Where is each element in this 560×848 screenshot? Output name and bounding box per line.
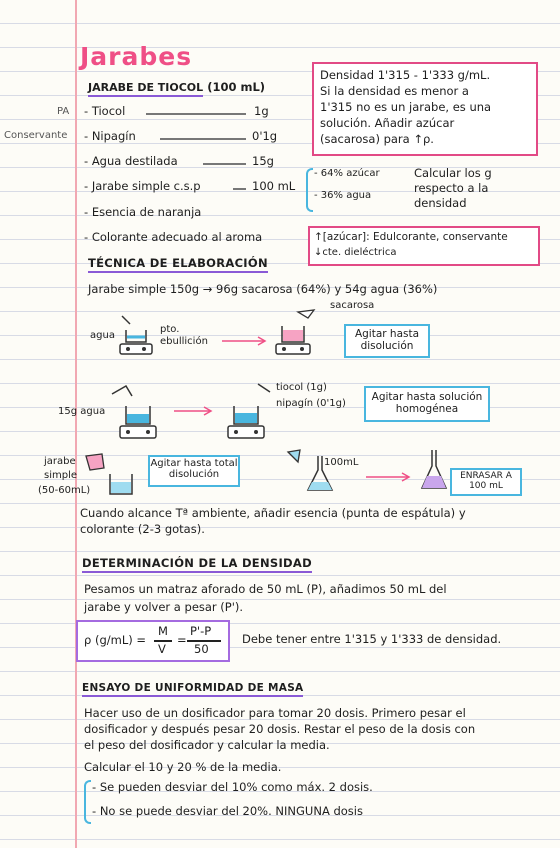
uniformity-bracket: [84, 780, 91, 824]
volumetric-flask-icon: [286, 449, 334, 491]
uniformity-line: Hacer uso de un dosificador para tomar 2…: [84, 706, 466, 720]
formula-volume: (100 mL): [207, 80, 266, 94]
density-note-line: (sacarosa) para ↑ρ.: [320, 132, 434, 146]
density-heading-text: Determinación de la densidad: [82, 556, 312, 573]
step2-water-label: 15g agua: [58, 406, 106, 417]
ratio-note: Calcular los g: [414, 166, 492, 180]
ingredient-amount: 15g: [252, 154, 274, 168]
fraction-bar: [154, 640, 172, 642]
formula-note: Debe tener entre 1'315 y 1'333 de densid…: [242, 632, 502, 646]
step2-additive: tiocol (1g): [276, 382, 327, 393]
ingredient-name: Tiocol: [91, 104, 126, 118]
formula-heading-text: Jarabe de tiocol: [88, 81, 204, 97]
density-note-line: Densidad 1'315 - 1'333 g/mL.: [320, 68, 491, 82]
uniformity-heading-text: Ensayo de uniformidad de masa: [82, 682, 304, 697]
dash-line: [146, 113, 246, 115]
formula-numerator: P'-P: [190, 624, 212, 638]
sugar-note-line: ↑[azúcar]: Edulcorante, conservante: [314, 231, 508, 243]
ratio-sugar: - 64% azúcar: [314, 168, 380, 179]
ingredient-row: - Tiocol: [84, 104, 126, 118]
step2-box: Agitar hasta solución homogénea: [364, 386, 490, 422]
dash-line: [203, 163, 246, 165]
density-note-line: 1'315 no es un jarabe, es una: [320, 100, 492, 114]
ingredient-name: Jarabe simple c.s.p: [91, 179, 201, 193]
notebook-margin-line: [75, 0, 77, 848]
cool-note-line: Cuando alcance Tª ambiente, añadir esenc…: [80, 506, 466, 520]
arrow-icon: [174, 406, 213, 416]
formula-lhs: ρ (g/mL) =: [84, 633, 147, 647]
step1-sucrose-label: sacarosa: [330, 300, 375, 311]
side-label-conservante: Conservante: [4, 130, 68, 141]
uniformity-bullet-text: Se pueden desviar del 10% como máx. 2 do…: [99, 780, 373, 794]
step1-box: Agitar hasta disolución: [344, 324, 430, 358]
density-note-line: solución. Añadir azúcar: [320, 116, 455, 130]
density-heading: Determinación de la densidad: [82, 556, 312, 573]
ingredient-amount: 1g: [254, 104, 269, 118]
uniformity-bullet-text: No se puede desviar del 20%. NINGUNA dos…: [99, 804, 363, 818]
fraction-bar: [187, 640, 221, 642]
uniformity-bullet: - Se pueden desviar del 10% como máx. 2 …: [92, 780, 373, 794]
sugar-note-line: ↓cte. dieléctrica: [314, 247, 397, 258]
ingredient-row: - Colorante adecuado al aroma: [84, 230, 263, 244]
step1-water-label: agua: [90, 330, 115, 341]
formula-equals: =: [177, 633, 187, 647]
formula-volume: V: [158, 642, 166, 656]
uniformity-line: dosificador y después pesar 20 dosis. Re…: [84, 722, 476, 736]
step3-enrasar-box: ENRASAR A 100 mL: [450, 468, 522, 496]
technique-heading-text: Técnica de elaboración: [88, 256, 268, 273]
dash-line: [233, 188, 246, 190]
step1-temp-label: pto.: [160, 324, 180, 335]
density-formula-box: ρ (g/mL) = M V = P'-P 50: [76, 620, 230, 662]
ingredient-row: - Jarabe simple c.s.p: [84, 179, 201, 193]
sugar-note-box: ↑[azúcar]: Edulcorante, conservante ↓cte…: [308, 226, 540, 266]
step1-temp-label-2: ebullición: [160, 336, 208, 347]
ingredient-row: - Esencia de naranja: [84, 205, 202, 219]
ratio-bracket: [306, 168, 313, 212]
syrup-line: Jarabe simple 150g → 96g sacarosa (64%) …: [88, 282, 438, 296]
arrow-icon: [366, 472, 411, 482]
uniformity-bullet: - No se puede desviar del 20%. NINGUNA d…: [92, 804, 363, 818]
dash-line: [160, 138, 246, 140]
ingredient-name: Agua destilada: [91, 154, 178, 168]
technique-heading: Técnica de elaboración: [88, 256, 268, 273]
step2-additive: nipagín (0'1g): [276, 398, 346, 409]
ratio-water: - 36% agua: [314, 190, 372, 201]
density-text-line: jarabe y volver a pesar (P').: [84, 600, 244, 614]
ingredient-amount: 100 mL: [252, 179, 296, 193]
uniformity-heading: Ensayo de uniformidad de masa: [82, 682, 304, 697]
cool-note-line: colorante (2-3 gotas).: [80, 522, 205, 536]
ingredient-name: Colorante adecuado al aroma: [91, 230, 263, 244]
density-note-line: Si la densidad es menor a: [320, 84, 469, 98]
volumetric-flask-icon: [420, 450, 448, 489]
ratio-note: densidad: [414, 196, 467, 210]
hotplate-beaker-icon: [119, 315, 153, 355]
hotplate-beaker-icon: [227, 383, 271, 439]
density-note-box: Densidad 1'315 - 1'333 g/mL. Si la densi…: [312, 62, 538, 156]
side-label-pa: PA: [57, 106, 70, 117]
density-text-line: Pesamos un matraz aforado de 50 mL (P), …: [84, 582, 447, 596]
step3-syrup-label: (50-60mL): [38, 485, 91, 496]
ingredient-amount: 0'1g: [252, 129, 278, 143]
uniformity-line: Calcular el 10 y 20 % de la media.: [84, 760, 282, 774]
step3-syrup-label: simple: [44, 470, 78, 481]
hotplate-beaker-icon: [111, 384, 157, 439]
page-title: Jarabes: [80, 42, 193, 71]
formula-mass: M: [158, 624, 168, 638]
step3-flask-label: 100mL: [324, 457, 359, 468]
ratio-sugar-text: 64% azúcar: [320, 168, 380, 179]
formula-denominator: 50: [194, 642, 209, 656]
pouring-beaker-icon: [85, 453, 133, 495]
ratio-water-text: 36% agua: [320, 190, 372, 201]
ingredient-row: - Agua destilada: [84, 154, 178, 168]
ingredient-name: Nipagín: [91, 129, 136, 143]
ingredient-row: - Nipagín: [84, 129, 136, 143]
hotplate-beaker-icon: [275, 309, 316, 355]
ingredient-name: Esencia de naranja: [91, 205, 202, 219]
formula-heading: Jarabe de tiocol (100 mL): [88, 80, 266, 97]
ratio-note: respecto a la: [414, 181, 489, 195]
arrow-icon: [222, 336, 267, 346]
uniformity-line: el peso del dosificador y calcular la me…: [84, 738, 330, 752]
step3-box: Agitar hasta total disolución: [148, 455, 240, 487]
step3-syrup-label: jarabe: [44, 456, 76, 467]
